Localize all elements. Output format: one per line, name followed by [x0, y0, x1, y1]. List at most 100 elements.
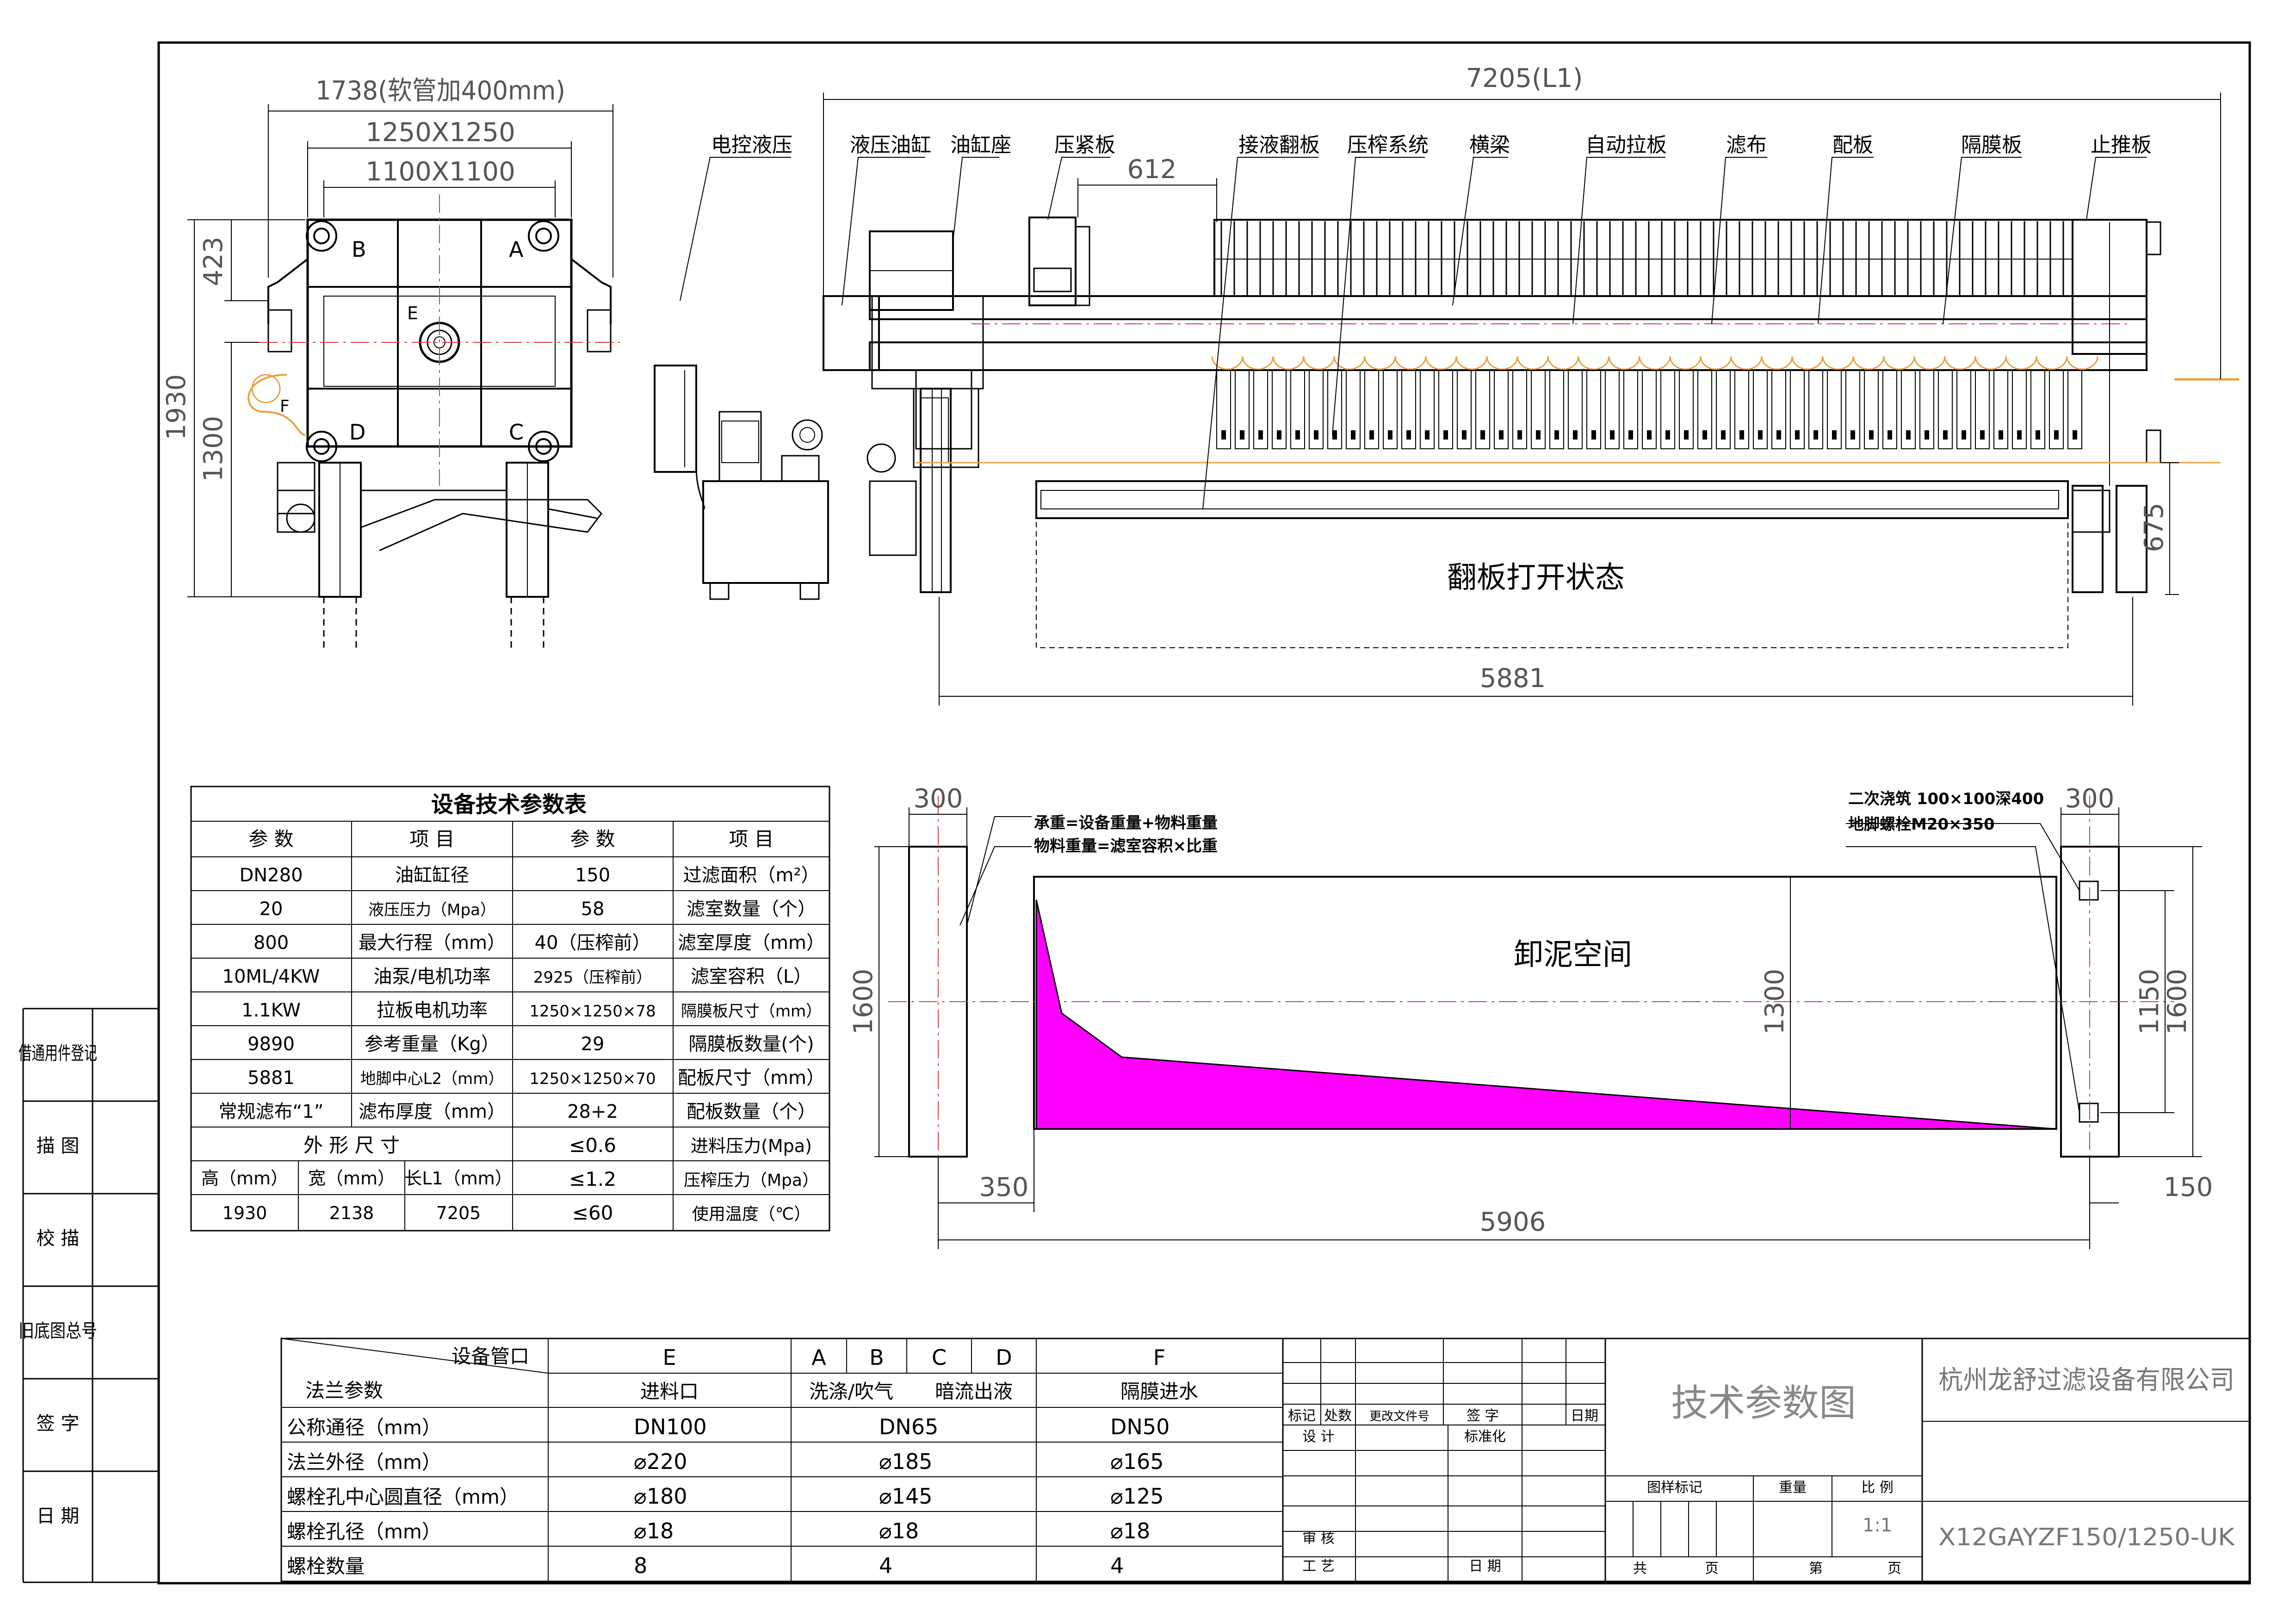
plate-flap-bottoms [1216, 370, 2082, 449]
spec-table-title: 设备技术参数表 [431, 792, 587, 818]
callout-hydraulic-control: 电控液压 [711, 133, 792, 157]
drip-tray-loops [1211, 356, 2098, 370]
spec-table-text: 设备技术参数表 参 数 项 目 参 数 项 目 [248, 792, 774, 850]
dim-front-chamber: 1100X1100 [365, 157, 515, 187]
spec-size-height: 1930 [223, 1203, 267, 1223]
drip-loop [1700, 356, 1732, 370]
flange-col-b: B [869, 1345, 884, 1370]
flange-row-label-0: 公称通径（mm） [287, 1416, 441, 1439]
spec-cell-r2-c2: 40（压榨前） [535, 932, 651, 954]
strip-label-check: 校 描 [37, 1228, 80, 1249]
tb-hdr-mark: 标记 [1288, 1408, 1316, 1424]
plate-flap-tab [2054, 430, 2059, 440]
plate-flap-tab [1721, 430, 1726, 440]
plate-flap-tab [1943, 430, 1948, 440]
callout-cylinder-seat: 油缸座 [950, 133, 1011, 157]
filter-plate-stack [1213, 219, 2073, 297]
side-callout-labels: 电控液压 液压油缸 油缸座 压紧板 接液翻板 压榨系统 横梁 自动拉板 滤布 配… [711, 133, 2152, 157]
dim-found-1600-right: 1600 [2162, 969, 2192, 1035]
side-dim-text: 7205(L1) 612 5881 675 [1127, 63, 2169, 694]
plate-flap [1586, 370, 1601, 449]
port-b-label: B [352, 237, 366, 262]
spec-extra-1-item: 压榨压力（Mpa） [684, 1171, 819, 1190]
port-d-label: D [349, 420, 365, 445]
tb-standard: 标准化 [1464, 1429, 1506, 1445]
drip-loop [1669, 356, 1702, 370]
flange-row-e-1: ⌀220 [634, 1449, 687, 1474]
plate-flap [1549, 370, 1564, 449]
side-callouts [680, 157, 2147, 509]
plate-flap-tab [2073, 430, 2077, 440]
callout-drip-flap: 接液翻板 [1238, 133, 1320, 157]
plate-flap-tab [1832, 430, 1837, 440]
flange-row-label-1: 法兰外径（mm） [287, 1451, 441, 1474]
plate-flap [1438, 370, 1453, 449]
spec-cell-r7-c0: 常规滤布“1” [219, 1101, 324, 1122]
dim-found-1600-left: 1600 [848, 969, 879, 1035]
plate-flap [1808, 370, 1823, 449]
drip-loop [1272, 356, 1305, 370]
drip-loop [1486, 356, 1518, 370]
tb-total: 共 [1633, 1561, 1647, 1577]
plate-flap [1697, 370, 1712, 449]
drip-loop [1303, 356, 1335, 370]
dim-found-300-right: 300 [2065, 784, 2115, 814]
plate-flap [1420, 370, 1435, 449]
plate-flap [1309, 370, 1324, 449]
spec-cell-r0-c2: 150 [575, 865, 610, 886]
drip-loop [1242, 356, 1274, 370]
port-f-label: F [280, 397, 290, 416]
strip-label-sign: 签 字 [37, 1413, 80, 1434]
flange-row-e-4: 8 [634, 1553, 647, 1578]
callout-membrane-plate: 隔膜板 [1961, 133, 2022, 157]
drip-loop [2036, 356, 2068, 370]
dim-found-1150: 1150 [2135, 969, 2165, 1035]
plate-flap-tab [1665, 430, 1670, 440]
plate-flap [1216, 370, 1231, 449]
plate-flap [1235, 370, 1250, 449]
front-dim-text: 1738(软管加400mm) 1250X1250 1100X1100 423 1… [161, 76, 565, 482]
plate-flap [1716, 370, 1731, 449]
dim-front-plate: 1250X1250 [365, 118, 515, 148]
drip-loop [1455, 356, 1488, 370]
flange-desc-f: 隔膜进水 [1120, 1380, 1198, 1403]
callout-squeeze-system: 压榨系统 [1347, 133, 1429, 157]
front-dimensions [187, 104, 613, 597]
plate-flap-tab [1647, 430, 1652, 440]
plate-flap [1272, 370, 1287, 449]
drip-loop [1516, 356, 1549, 370]
front-port-labels: B A E D C F [280, 237, 524, 445]
plate-flap-tab [1591, 430, 1596, 440]
plate-flap-tab [1369, 430, 1374, 440]
plate-flap-tab [1240, 430, 1244, 440]
plate-flap [1605, 370, 1620, 449]
spec-cell-r5-c0: 9890 [248, 1034, 295, 1055]
flange-row-abcd-4: 4 [879, 1553, 892, 1578]
plate-flap-tab [1406, 430, 1411, 440]
plate-flap-tab [1277, 430, 1281, 440]
plate-flap [1975, 370, 1990, 449]
spec-extra-1-val: ≤1.2 [569, 1168, 616, 1190]
spec-size-h-length: 长L1（mm） [404, 1168, 512, 1189]
spec-cell-r0-c0: DN280 [239, 865, 303, 886]
plate-flap [1993, 370, 2008, 449]
tb-sheet: 第 [1809, 1561, 1823, 1577]
drip-loop [1822, 356, 1854, 370]
plate-flap [1642, 370, 1657, 449]
spec-cell-r4-c1: 拉板电机功率 [377, 1000, 488, 1021]
plate-flap [1346, 370, 1361, 449]
tb-review: 审 核 [1302, 1530, 1335, 1547]
flange-row-e-0: DN100 [634, 1414, 707, 1439]
side-view [654, 217, 2239, 648]
dim-front-1300: 1300 [198, 416, 229, 482]
left-strip-labels: 借通用件登记 描 图 校 描 旧底图总号 签 字 日 期 [19, 1043, 97, 1527]
plate-flap-tab [1999, 430, 2003, 440]
plate-flap [1919, 370, 1934, 449]
tb-hdr-change: 更改文件号 [1369, 1410, 1430, 1424]
plate-flap [1790, 370, 1805, 449]
plate-flap-tab [1536, 430, 1541, 440]
plate-flap [1531, 370, 1546, 449]
plate-flap-tab [1628, 430, 1633, 440]
plate-flap-tab [1462, 430, 1467, 440]
